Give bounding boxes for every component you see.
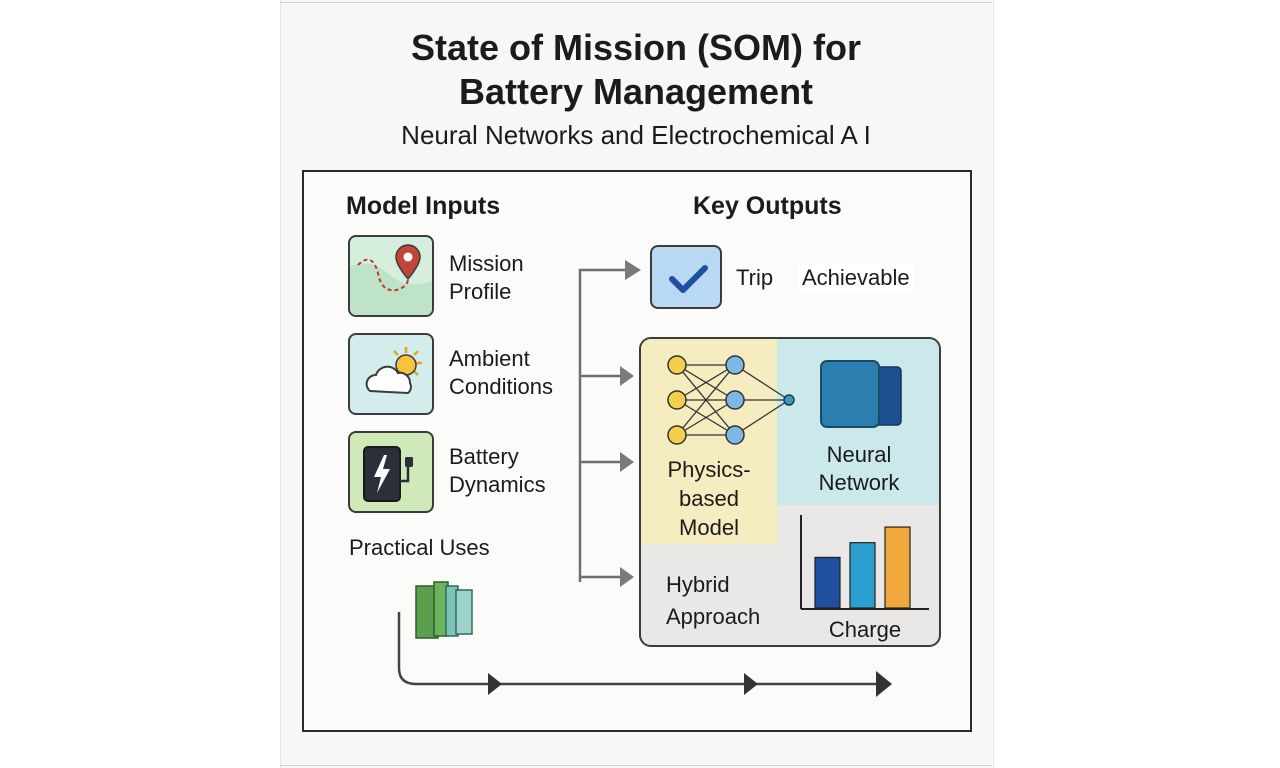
charge-bar-chart: Charge [800, 515, 929, 642]
battery-icon-box [348, 431, 434, 513]
mission-icon-box [348, 235, 434, 317]
key-outputs-heading: Key Outputs [693, 192, 842, 220]
charge-bar-2 [849, 542, 876, 609]
top-divider [280, 2, 992, 3]
diagram-subtitle: Neural Networks and Electrochemical A I [401, 120, 871, 150]
timeline-line [397, 612, 882, 686]
timeline-arrow-1 [488, 673, 502, 695]
arrow-to-hybrid [620, 567, 634, 587]
title-line-1: State of Mission (SOM) for [411, 27, 861, 68]
title-line-2: Battery Management [458, 71, 814, 112]
trip-label: Trip [736, 265, 774, 290]
hybrid-approach-label: Hybrid Approach [666, 572, 761, 629]
network-graph-icon [667, 355, 795, 445]
processor-block-icon [820, 360, 902, 428]
checkmark-icon [669, 265, 708, 293]
timeline-arrow-2 [744, 673, 758, 695]
diagram-title: State of Mission (SOM) for Battery Manag… [280, 26, 992, 114]
arrow-to-model [620, 452, 634, 472]
battery-charge-icon [363, 446, 413, 502]
practical-uses-label: Practical Uses [349, 535, 490, 560]
arrow-to-physics [620, 366, 634, 386]
ambient-icon-box [348, 333, 434, 415]
trip-check-box [650, 245, 722, 309]
timeline-arrow-3 [876, 671, 892, 697]
arrow-to-trip [625, 260, 641, 280]
map-pin-icon [350, 244, 432, 315]
ambient-conditions-label: Ambient Conditions [449, 346, 553, 399]
chart-x-label: Charge [829, 617, 901, 642]
battery-dynamics-label: Battery Dynamics [449, 444, 546, 497]
bottom-divider [280, 765, 992, 766]
charge-bar-3 [884, 526, 911, 609]
trip-status-label: Achievable [798, 264, 914, 292]
trunk-line [578, 268, 625, 582]
charge-bar-1 [814, 556, 841, 609]
folders-icon [415, 581, 473, 639]
model-inputs-heading: Model Inputs [346, 192, 501, 220]
methods-panel: Physics- based Model Neural Network Hybr… [639, 337, 941, 647]
neural-network-label: Neural Network [818, 442, 900, 495]
physics-model-label: Physics- based Model [667, 457, 751, 540]
cloud-sun-icon [365, 347, 422, 395]
physics-model-section [641, 339, 777, 544]
mission-profile-label: Mission Profile [449, 251, 524, 304]
